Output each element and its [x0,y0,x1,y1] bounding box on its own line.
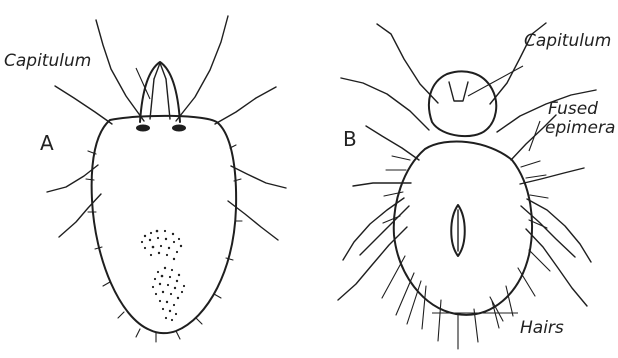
panel-b-capitulum-leader [468,66,523,96]
panel-a-third-leg-right [231,166,286,188]
panel-b-body-outline [394,141,532,314]
panel-b-leg-3-right [527,199,591,262]
panel-b-capitulum-detail [449,82,468,101]
panel-a-dorsal-view: Capitulum A [4,16,286,342]
panel-a-capitulum-label: Capitulum [4,51,91,71]
panel-a-stippled-markings [141,230,185,321]
panel-a-eye-left [136,125,150,132]
panel-b-head-outline [429,71,496,136]
panel-b-extra-hairs [383,156,548,228]
panel-b-fused-epimera-line-1: Fused [548,99,598,119]
panel-a-capitulum-outline [140,62,180,122]
panel-a-letter: A [40,131,54,155]
panel-a-body-hairs [86,145,242,342]
panel-b-leg-1-left [377,24,438,103]
panel-b-fused-epimera-line-2: epimera [545,118,615,138]
panel-b-letter: B [343,127,357,151]
panel-a-front-leg-right [176,16,228,121]
panel-a-third-leg-left [47,165,98,192]
panel-b-epimera-right-mid [520,168,584,184]
panel-b-ventral-view: Capitulum Fused epimera Hairs B [338,23,615,349]
panel-a-second-leg-left [55,86,112,124]
panel-b-leg-2-left [341,78,429,130]
panel-a-eye-right [172,125,186,132]
panel-b-epimera-left-rear [360,206,409,255]
panel-a-capitulum-detail-right [166,79,170,119]
panel-b-hairs-label: Hairs [520,318,564,338]
panel-a-body-outline [92,116,236,333]
panel-b-capitulum-label: Capitulum [524,31,611,51]
panel-b-leg-4-left [338,227,407,300]
panel-a-second-leg-right [215,87,276,124]
panel-b-fused-epimera-leader [529,121,540,151]
panel-b-epimera-left-front [366,126,419,160]
panel-a-capitulum-detail-left [150,79,154,119]
